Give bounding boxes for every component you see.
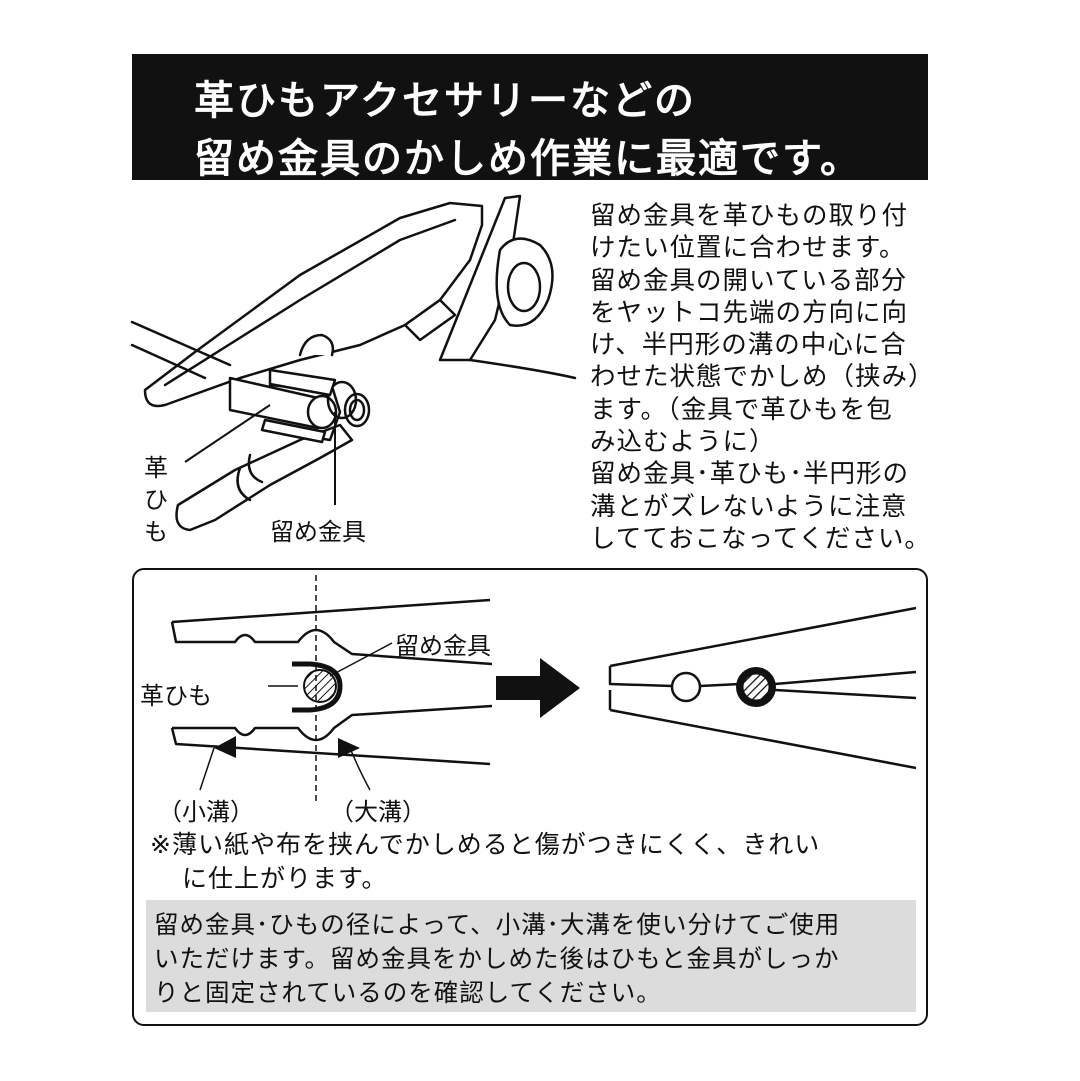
instruction-line: してておこなってください。: [590, 523, 931, 554]
instruction-line: 留め金具を革ひもの取り付: [590, 201, 909, 231]
groove-usage-panel: [132, 568, 928, 1026]
instruction-line: をヤットコ先端の方向に向: [590, 297, 909, 328]
info-line-3: りと固定されているのを確認してください。: [154, 978, 662, 1007]
instruction-line: 溝とがズレないように注意: [590, 491, 908, 522]
small-groove-label: （小溝）: [158, 798, 254, 826]
groove-info-box: 留め金具･ひもの径によって、小溝･大溝を使い分けてご使用 いただけます。留め金具…: [146, 900, 916, 1012]
instruction-line: けたい位置に合わせます。: [590, 233, 906, 264]
title-banner: 革ひもアクセサリーなどの 留め金具のかしめ作業に最適です。: [132, 54, 928, 182]
top-leather-label: 革 ひ も: [144, 454, 168, 546]
instruction-line: 留め金具･革ひも･半円形の: [590, 459, 910, 490]
bottom-leather-label: 革ひも: [140, 682, 212, 710]
bottom-clasp-label: 留め金具: [395, 632, 491, 660]
note-line-1: ※薄い紙や布を挟んでかしめると傷がつきにくく、きれい: [150, 830, 821, 859]
banner-line-1: 革ひもアクセサリーなどの: [194, 78, 696, 124]
instruction-line: ます。（金具で革ひもを包: [590, 394, 893, 425]
instruction-line: み込むように）: [590, 427, 776, 458]
top-clasp-label: 留め金具: [270, 518, 366, 546]
note-line-2: に仕上がります。: [182, 864, 388, 893]
instruction-line: け、半円形の溝の中心に合: [590, 330, 907, 361]
instruction-line: わせた状態でかしめ（挟み）: [590, 362, 935, 393]
large-groove-label: （大溝）: [330, 798, 426, 826]
banner-line-2: 留め金具のかしめ作業に最適です。: [194, 136, 862, 182]
info-line-2: いただけます。留め金具をかしめた後はひもと金具がしっか: [154, 944, 840, 973]
instruction-text: 留め金具を革ひもの取り付 けたい位置に合わせます。 留め金具の開いている部分 を…: [590, 200, 940, 555]
instruction-line: 留め金具の開いている部分: [590, 265, 908, 296]
protection-note: ※薄い紙や布を挟んでかしめると傷がつきにくく、きれい に仕上がります。: [150, 828, 820, 896]
info-line-1: 留め金具･ひもの径によって、小溝･大溝を使い分けてご使用: [154, 910, 841, 939]
